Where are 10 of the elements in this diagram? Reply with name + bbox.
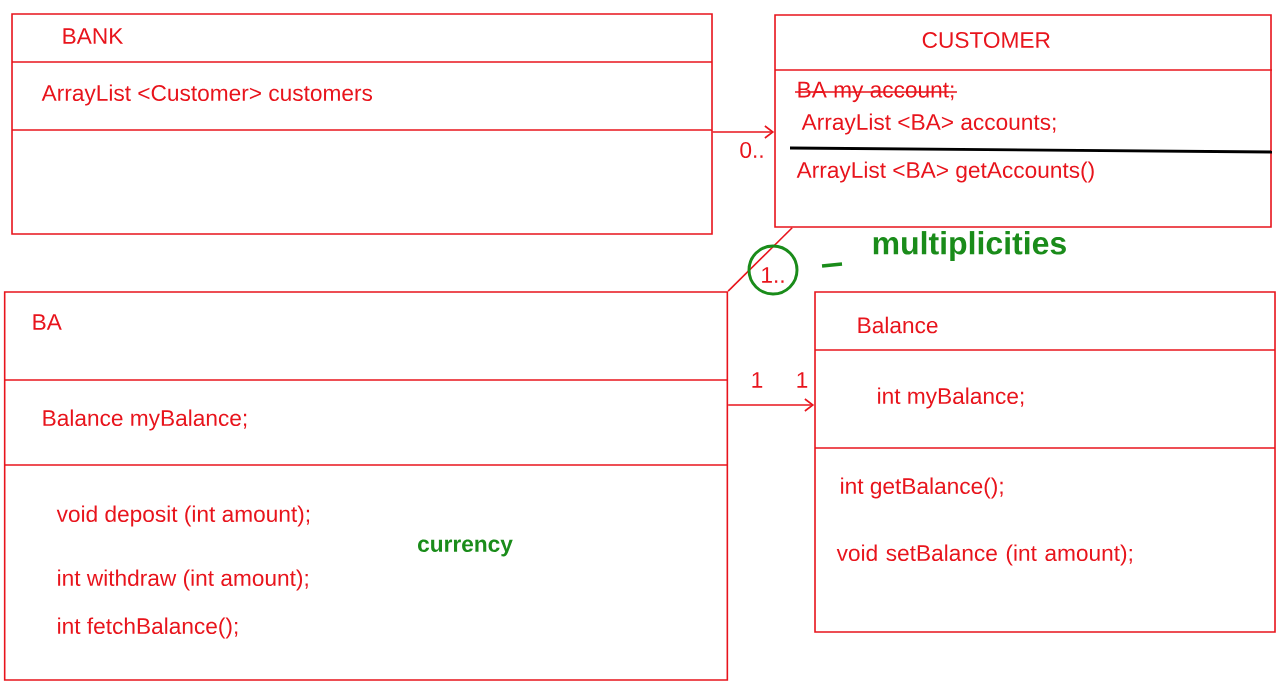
class-box: BANK ArrayList <Customer> customers [11, 13, 713, 235]
annotation: multiplicities [873, 231, 1066, 261]
class-box: Balance int myBalance; int getBalance(); void setBalance (int amount); [814, 291, 1276, 633]
multiplicity-label: 1 [797, 372, 808, 388]
edge-label: 0.. [738, 140, 766, 160]
annotation: currency [418, 539, 513, 557]
edge-label: 1.. [759, 265, 787, 285]
arrow [712, 125, 775, 139]
edge-label: 1 [749, 370, 765, 390]
arrow [727, 398, 815, 412]
